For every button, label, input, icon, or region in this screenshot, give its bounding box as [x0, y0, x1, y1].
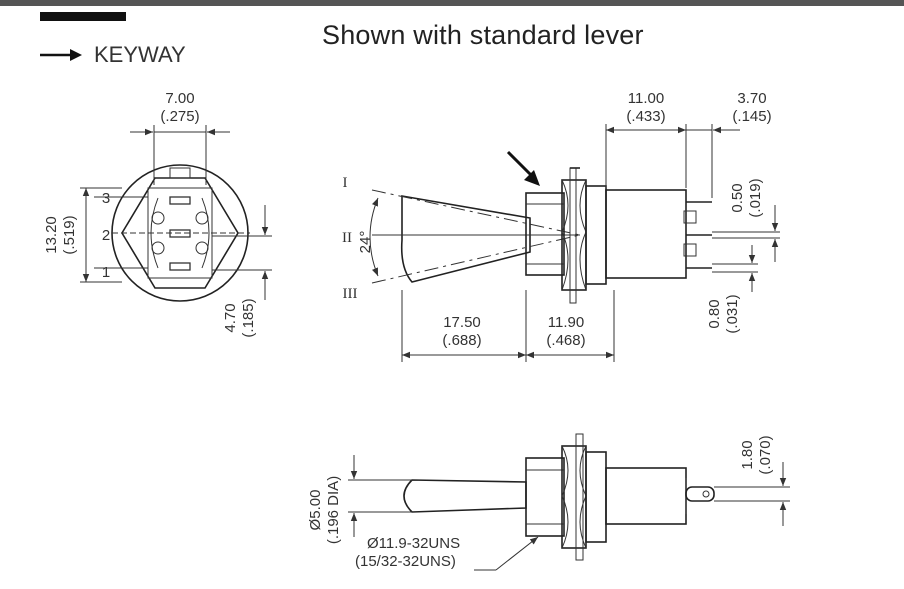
body-tab [683, 210, 697, 224]
dim-body-length: 11.00 [628, 90, 664, 107]
keyway-legend: KEYWAY [40, 42, 186, 68]
terminal-1 [169, 262, 191, 271]
keyway-label: KEYWAY [94, 42, 186, 67]
dim-thread: Ø11.9-32UNS [367, 535, 460, 552]
top-border [0, 0, 904, 6]
position-label-2: II [342, 230, 352, 246]
body-tab [683, 243, 697, 257]
dim-width-in: (.275) [160, 108, 199, 125]
dim-lever-length: 17.50 [443, 314, 481, 331]
dim-pin-spacing-in: (.185) [240, 298, 257, 337]
front-view-hole [151, 211, 165, 225]
bottom-switch-body [605, 467, 687, 525]
bottom-washer [585, 451, 607, 543]
front-view-hole [195, 241, 209, 255]
dim-lever-dia: Ø5.00 [307, 490, 324, 531]
front-view: 7.00 (.275) 13.20 (.519) 3 2 1 4.70 (.18… [43, 90, 272, 338]
dim-lever-dia-in: (.196 DIA) [325, 476, 342, 544]
dim-terminal-width-in: (.031) [724, 294, 741, 333]
front-view-hole [195, 211, 209, 225]
lever-position-line [371, 234, 581, 284]
bottom-nut [561, 445, 587, 549]
dim-thread-in: (15/32-32UNS) [355, 553, 456, 570]
dim-terminal-length-in: (.145) [732, 108, 771, 125]
bottom-terminal [685, 486, 715, 502]
leader-arrow [495, 536, 539, 571]
dim-bushing: 11.90 [548, 314, 584, 331]
header-bar [40, 12, 126, 21]
bushing [525, 192, 565, 276]
terminal-3 [169, 196, 191, 205]
terminal-label-1: 1 [102, 264, 110, 281]
angle-label: 24° [357, 231, 374, 254]
nut-contour [561, 445, 569, 549]
dim-lever-length-in: (.688) [442, 332, 481, 349]
lever [400, 195, 531, 283]
dim-height: 13.20 [43, 216, 60, 254]
dim-terminal-thickness: 0.50 [729, 183, 746, 212]
dim-bottom-terminal: 1.80 [739, 440, 756, 469]
dim-terminal-length: 3.70 [737, 90, 766, 107]
dim-bottom-terminal-in: (.070) [757, 435, 774, 474]
position-label-1: I [343, 175, 348, 191]
washer [585, 185, 607, 285]
bottom-lever [403, 479, 527, 513]
nut-contour [561, 179, 569, 291]
dim-height-in: (.519) [61, 215, 78, 254]
terminal-hole [702, 490, 710, 498]
position-label-3: III [343, 286, 358, 302]
angle-arc [369, 197, 379, 277]
front-view-right-arc [201, 197, 210, 269]
lever-position-line [371, 189, 581, 236]
front-view-keyway-notch [169, 167, 191, 179]
dim-pin-spacing: 4.70 [222, 303, 239, 332]
side-view: 24° I II III 17.50 (.688) 11.90 (.468) [342, 90, 780, 362]
switch-body [605, 189, 687, 279]
terminal-label-3: 3 [102, 190, 110, 207]
front-view-hole [151, 241, 165, 255]
dim-body-length-in: (.433) [626, 108, 665, 125]
bottom-bushing [525, 457, 565, 537]
page-title: Shown with standard lever [322, 20, 644, 50]
dim-bushing-in: (.468) [546, 332, 585, 349]
arrow-right-icon [40, 49, 82, 61]
bottom-view: Ø5.00 (.196 DIA) Ø11.9-32UNS (15/32-32UN… [307, 433, 790, 571]
dim-terminal-width: 0.80 [706, 299, 723, 328]
terminal-label-2: 2 [102, 227, 110, 244]
dim-terminal-thickness-in: (.019) [747, 178, 764, 217]
nut-contour [579, 179, 587, 291]
arrow-down-right-icon [524, 170, 540, 186]
dim-width: 7.00 [165, 90, 194, 107]
bottom-lock-washer [575, 433, 584, 561]
